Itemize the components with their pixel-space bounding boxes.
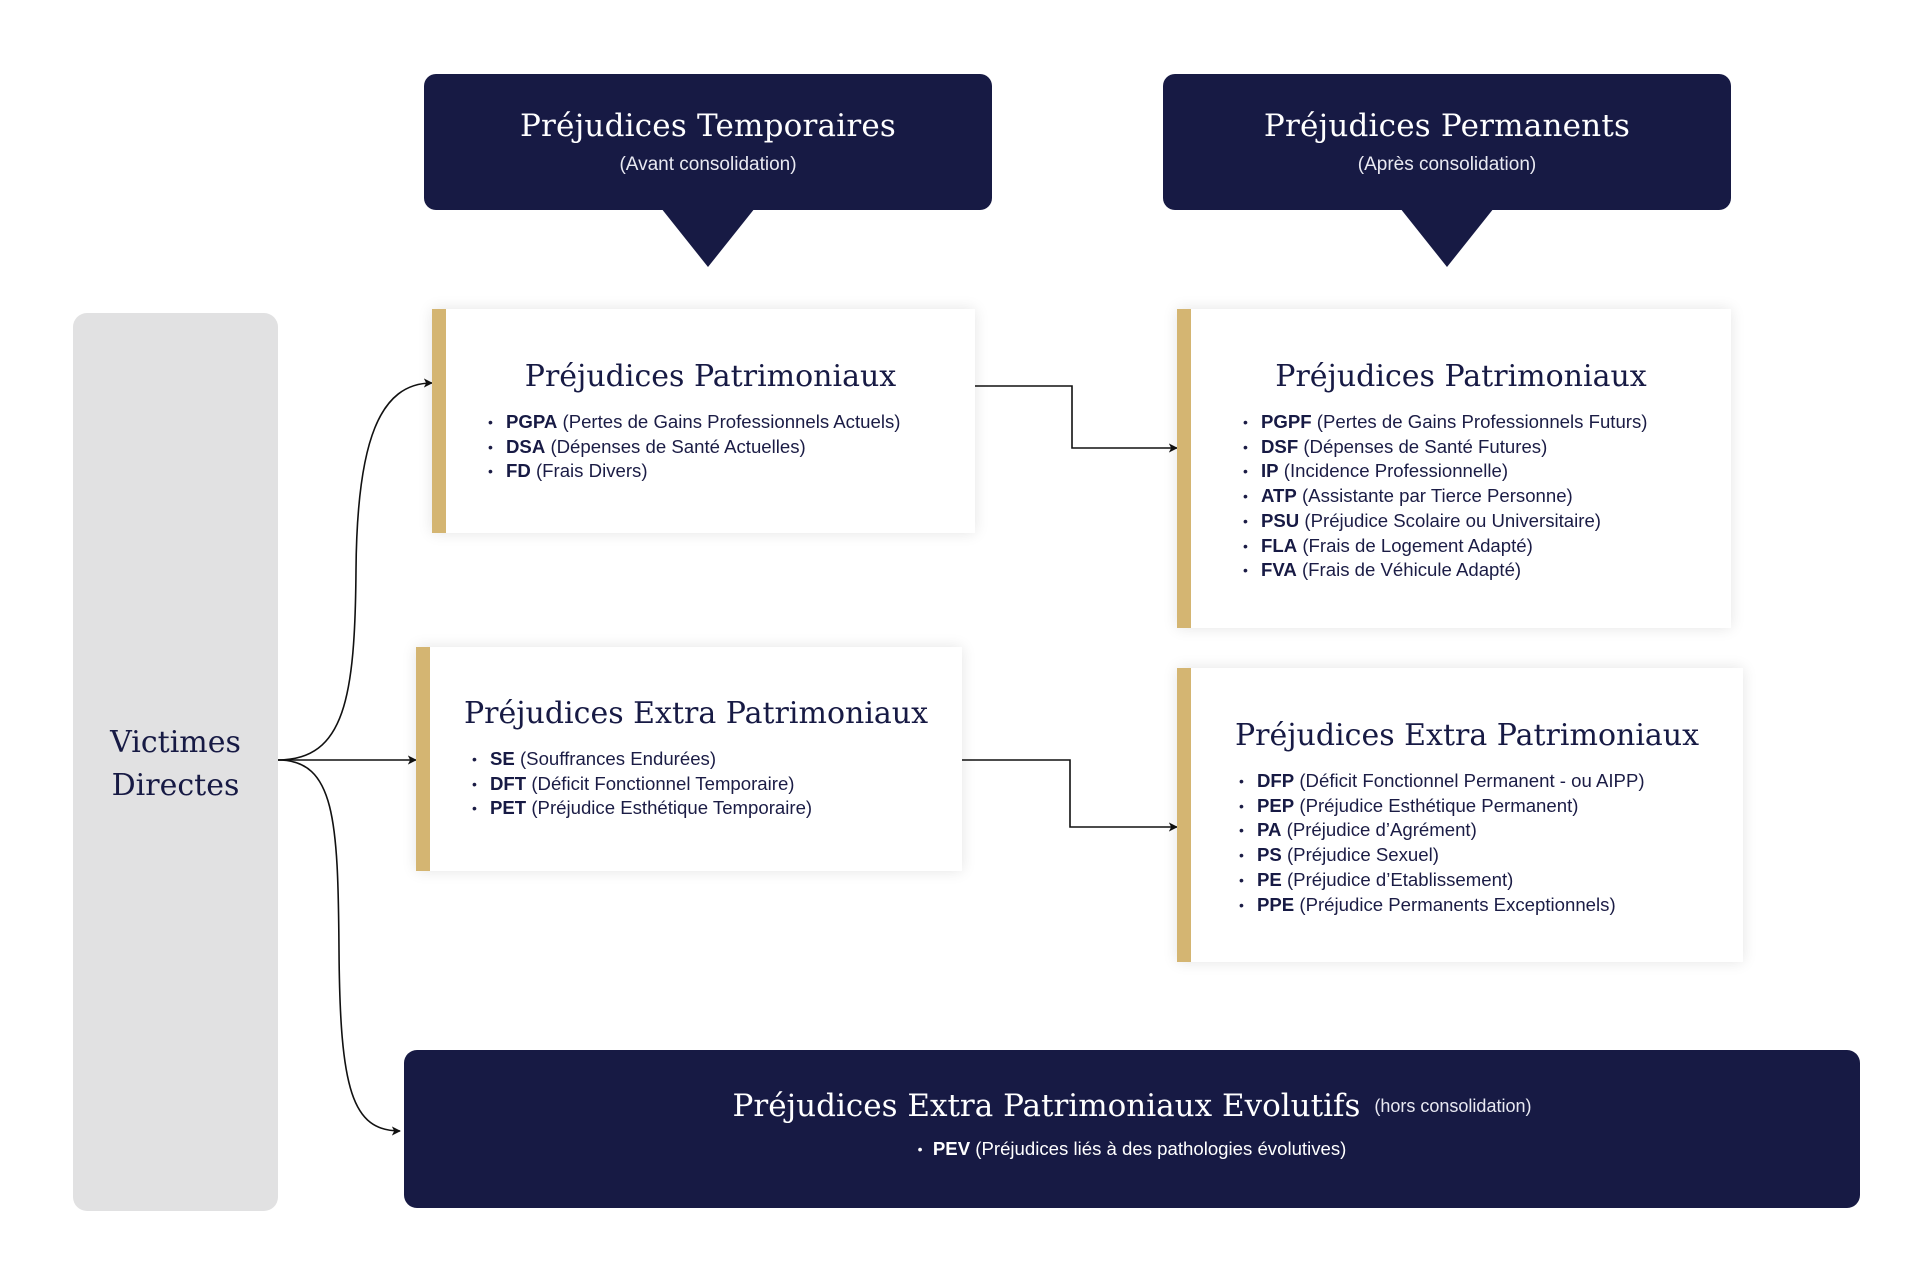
banner-evolutifs: Préjudices Extra Patrimoniaux Evolutifs (…	[404, 1050, 1860, 1208]
list-item: •DSF (Dépenses de Santé Futures)	[1243, 435, 1731, 460]
bullet-icon: •	[1243, 463, 1248, 480]
victimes-directes-panel: Victimes Directes	[73, 313, 278, 1211]
card-title: Préjudices Patrimoniaux	[1275, 359, 1647, 394]
item-list: •DFP (Déficit Fonctionnel Permanent - ou…	[1239, 769, 1743, 917]
list-item: •FVA (Frais de Véhicule Adapté)	[1243, 558, 1731, 583]
list-item: •FD (Frais Divers)	[488, 459, 975, 484]
gold-accent-bar	[416, 647, 430, 871]
item-list: •SE (Souffrances Endurées) •DFT (Déficit…	[472, 747, 962, 821]
bullet-icon: •	[1239, 797, 1244, 814]
card-perm-patrimoniaux: Préjudices Patrimoniaux •PGPF (Pertes de…	[1177, 309, 1731, 628]
bullet-icon: •	[917, 1141, 923, 1157]
banner-item-code: PEV	[932, 1138, 971, 1159]
victimes-line-2: Directes	[111, 768, 240, 803]
bullet-icon: •	[488, 438, 493, 455]
header-permanents-pointer	[1400, 208, 1494, 267]
bullet-icon: •	[1243, 488, 1248, 505]
header-temporaires-title: Préjudices Temporaires	[519, 108, 897, 144]
card-title: Préjudices Extra Patrimoniaux	[1234, 718, 1700, 753]
gold-accent-bar	[1177, 668, 1191, 962]
banner-item-desc: (Préjudices liés à des pathologies évolu…	[975, 1138, 1347, 1159]
list-item: •PE (Préjudice d’Etablissement)	[1239, 868, 1743, 893]
gold-accent-bar	[1177, 309, 1191, 628]
victimes-directes-label: Victimes Directes	[73, 721, 278, 807]
card-perm-extra-patrimoniaux: Préjudices Extra Patrimoniaux •DFP (Défi…	[1177, 668, 1743, 962]
bullet-icon: •	[1239, 822, 1244, 839]
header-permanents-subtitle: (Après consolidation)	[1357, 154, 1537, 175]
arrow-victims-to-evolutifs	[277, 759, 401, 1136]
banner-note: (hors consolidation)	[1374, 1096, 1532, 1116]
card-title: Préjudices Extra Patrimoniaux	[463, 696, 929, 731]
bullet-icon: •	[1239, 773, 1244, 789]
bullet-icon: •	[472, 800, 477, 817]
list-item: •FLA (Frais de Logement Adapté)	[1243, 534, 1731, 559]
bullet-icon: •	[1243, 512, 1248, 529]
arrow-temp-to-perm-extra	[962, 759, 1178, 832]
bullet-icon: •	[488, 414, 493, 430]
list-item: •ATP (Assistante par Tierce Personne)	[1243, 484, 1731, 509]
bullet-icon: •	[488, 463, 493, 480]
list-item: •PET (Préjudice Esthétique Temporaire)	[472, 796, 962, 821]
arrow-victims-to-temp-patrimoniaux	[277, 378, 433, 761]
item-list: •PGPF (Pertes de Gains Professionnels Fu…	[1243, 410, 1731, 583]
bullet-icon: •	[1239, 871, 1244, 888]
card-title: Préjudices Patrimoniaux	[524, 359, 897, 394]
list-item: •PGPF (Pertes de Gains Professionnels Fu…	[1243, 410, 1731, 435]
list-item: •PPE (Préjudice Permanents Exceptionnels…	[1239, 893, 1743, 918]
victimes-line-1: Victimes	[110, 725, 241, 760]
bullet-icon: •	[1243, 562, 1248, 579]
card-temp-extra-patrimoniaux: Préjudices Extra Patrimoniaux •SE (Souff…	[416, 647, 962, 871]
list-item: •PA (Préjudice d’Agrément)	[1239, 818, 1743, 843]
banner-item: • PEV (Préjudices liés à des pathologies…	[404, 1138, 1860, 1160]
bullet-icon: •	[472, 751, 477, 767]
bullet-icon: •	[1243, 438, 1248, 455]
gold-accent-bar	[432, 309, 446, 533]
bullet-icon: •	[1243, 414, 1248, 430]
card-temp-patrimoniaux: Préjudices Patrimoniaux •PGPA (Pertes de…	[432, 309, 975, 533]
list-item: •DFP (Déficit Fonctionnel Permanent - ou…	[1239, 769, 1743, 794]
header-temporaires-subtitle: (Avant consolidation)	[619, 154, 797, 175]
list-item: •IP (Incidence Professionnelle)	[1243, 459, 1731, 484]
header-permanents-title: Préjudices Permanents	[1263, 108, 1631, 144]
list-item: •PEP (Préjudice Esthétique Permanent)	[1239, 794, 1743, 819]
list-item: •SE (Souffrances Endurées)	[472, 747, 962, 772]
header-permanents: Préjudices Permanents (Après consolidati…	[1163, 74, 1731, 267]
banner-heading: Préjudices Extra Patrimoniaux Evolutifs (…	[404, 1088, 1860, 1124]
bullet-icon: •	[1239, 896, 1244, 913]
list-item: •PSU (Préjudice Scolaire ou Universitair…	[1243, 509, 1731, 534]
list-item: •PS (Préjudice Sexuel)	[1239, 843, 1743, 868]
header-temporaires: Préjudices Temporaires (Avant consolidat…	[424, 74, 992, 267]
banner-title: Préjudices Extra Patrimoniaux Evolutifs	[732, 1088, 1361, 1124]
bullet-icon: •	[1243, 537, 1248, 554]
arrow-temp-to-perm-patrimoniaux	[975, 385, 1178, 453]
bullet-icon: •	[472, 775, 477, 792]
list-item: •DFT (Déficit Fonctionnel Temporaire)	[472, 772, 962, 797]
item-list: •PGPA (Pertes de Gains Professionnels Ac…	[488, 410, 975, 484]
list-item: •PGPA (Pertes de Gains Professionnels Ac…	[488, 410, 975, 435]
bullet-icon: •	[1239, 847, 1244, 864]
list-item: •DSA (Dépenses de Santé Actuelles)	[488, 435, 975, 460]
header-temporaires-pointer	[661, 208, 755, 267]
